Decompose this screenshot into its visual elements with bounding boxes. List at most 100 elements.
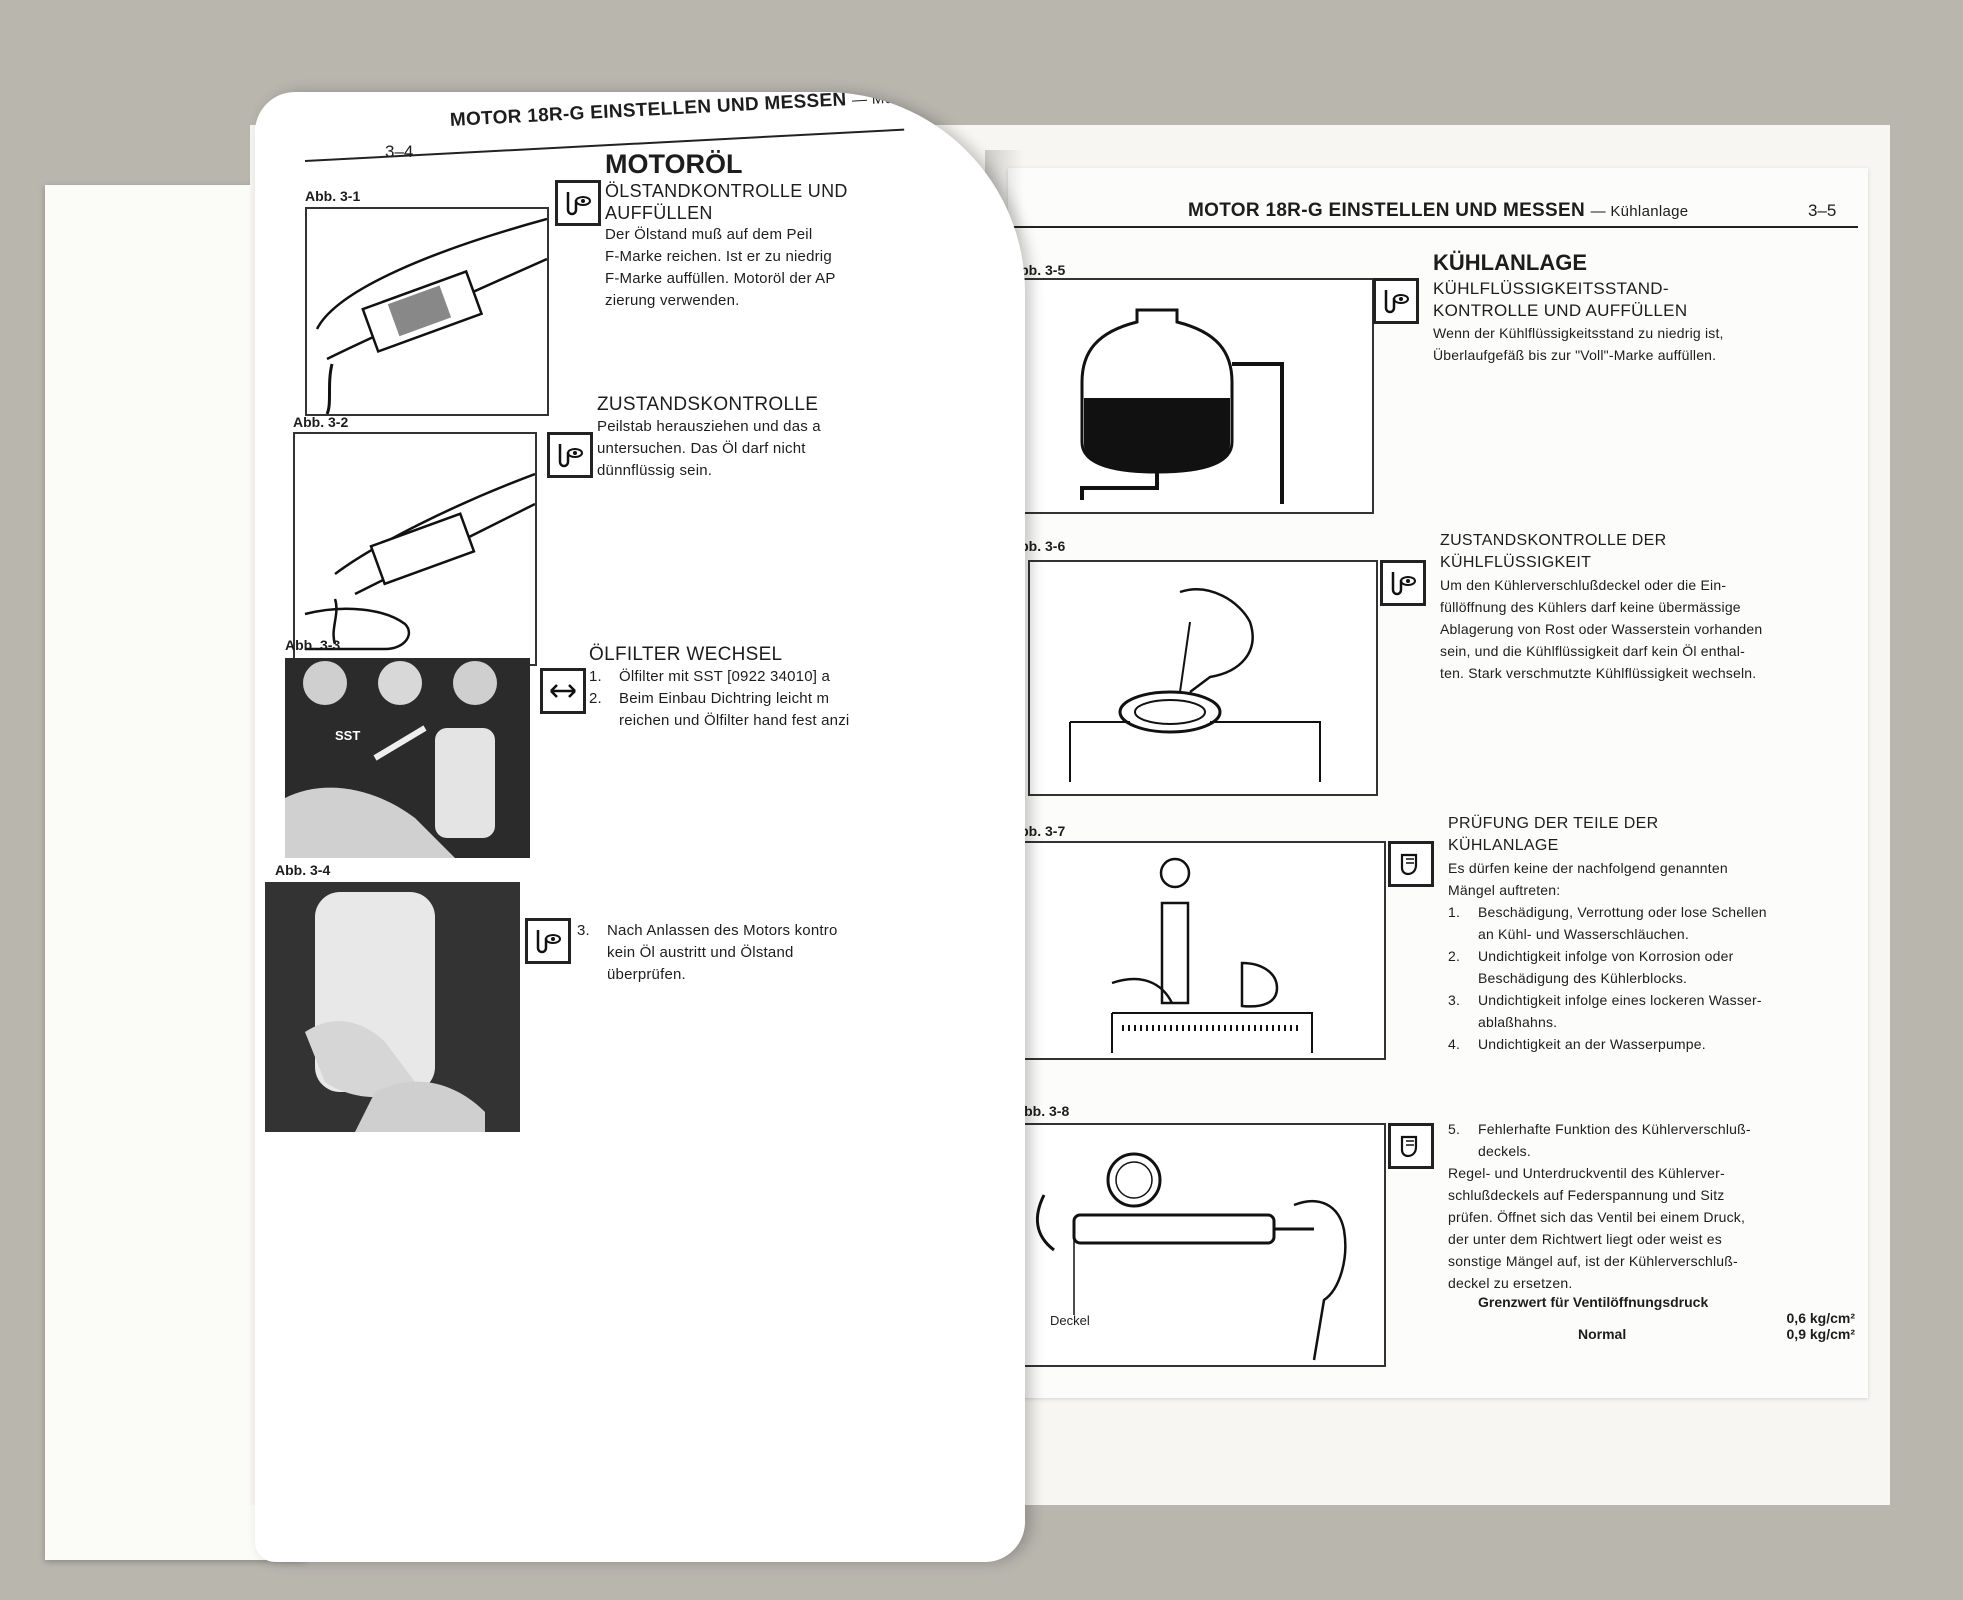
list-item: 3. Nach Anlassen des Motors kontro kein Ö… (577, 920, 1017, 986)
inspect-icon (525, 918, 571, 964)
fig-3-4-photo (265, 882, 520, 1132)
list-item-line: kein Öl austritt und Ölstand (607, 944, 794, 961)
left-sec4: 3. Nach Anlassen des Motors kontro kein Ö… (577, 920, 1017, 986)
left-page: 3–4 MOTOR 18R-G EINSTELLEN UND MESSEN — … (255, 92, 1025, 1562)
right-sec2: ZUSTANDSKONTROLLE DER KÜHLFLÜSSIGKEIT Um… (1440, 530, 1860, 684)
left-sec1-title-2: AUFFÜLLEN (605, 203, 713, 223)
replace-arrows-icon (540, 668, 586, 714)
list-item-number: 2. (1448, 948, 1461, 964)
right-page-number: 3–5 (1808, 201, 1837, 220)
list-item: 2. Beim Einbau Dichtring leicht m reichen… (589, 688, 1019, 732)
list-item-line: Undichtigkeit infolge eines lockeren Was… (1478, 992, 1762, 1008)
spec-normal-label: Normal (1578, 1326, 1627, 1342)
left-header-sub: — Motoröl (851, 92, 925, 109)
list-item: 1. Ölfilter mit SST [0922 34010] a (589, 666, 1019, 688)
left-sec2-line-3: dünnflüssig sein. (597, 462, 713, 479)
fig-3-5-reservoir (1010, 278, 1374, 514)
list-item-line: ablaßhahns. (1478, 1014, 1558, 1030)
fig-3-8-label: Abb. 3-8 (1014, 1103, 1070, 1119)
list-item-text: Beim Einbau Dichtring leicht m reichen un… (619, 688, 849, 732)
inspect-icon (547, 432, 593, 478)
left-header-main: MOTOR 18R-G EINSTELLEN UND MESSEN (449, 92, 847, 131)
right-sec4-line-5: sonstige Mängel auf, ist der Kühlerversc… (1448, 1253, 1738, 1269)
right-header-sub: — Kühlanlage (1590, 203, 1689, 220)
spec-value-limit: 0,6 kg/cm² (1786, 1310, 1855, 1326)
right-header-title: MOTOR 18R-G EINSTELLEN UND MESSEN — Kühl… (1188, 200, 1688, 222)
list-item-text: Undichtigkeit an der Wasserpumpe. (1478, 1036, 1706, 1052)
left-sec2-line-2: untersuchen. Das Öl darf nicht (597, 440, 806, 457)
right-header-main: MOTOR 18R-G EINSTELLEN UND MESSEN (1188, 200, 1585, 221)
right-sec2-line-4: sein, und die Kühlflüssigkeit darf kein … (1440, 643, 1745, 659)
list-item-line: Beim Einbau Dichtring leicht m (619, 690, 830, 707)
fig-3-2-label: Abb. 3-2 (293, 414, 349, 430)
left-page-number: 3–4 (385, 142, 414, 161)
right-sec2-line-2: füllöffnung des Kühlers darf keine überm… (1440, 599, 1741, 615)
fig-3-2-dipstick-condition (293, 432, 537, 666)
spec-title: Grenzwert für Ventilöffnungsdruck (1478, 1294, 1709, 1310)
right-sec4-line-2: schlußdeckels auf Federspannung und Sitz (1448, 1187, 1725, 1203)
right-sec3-title-2: KÜHLANLAGE (1448, 837, 1559, 854)
right-sec4-line-4: der unter dem Richtwert liegt oder weist… (1448, 1231, 1722, 1247)
list-item-text: Undichtigkeit infolge von Korrosion oder… (1478, 945, 1733, 989)
spec-normal-value: 0,9 kg/cm² (1786, 1326, 1855, 1342)
hand-check-icon (1388, 841, 1434, 887)
left-sec2: ZUSTANDSKONTROLLE Peilstab herausziehen … (597, 394, 1017, 482)
list-item-text: Undichtigkeit infolge eines lockeren Was… (1478, 989, 1762, 1033)
right-sec2-title-1: ZUSTANDSKONTROLLE DER (1440, 532, 1667, 549)
list-item-number: 2. (589, 690, 602, 707)
right-sec2-title-2: KÜHLFLÜSSIGKEIT (1440, 554, 1592, 571)
list-item-line: überprüfen. (607, 966, 686, 983)
list-item-number: 1. (589, 668, 602, 685)
list-item-line: Beschädigung des Kühlerblocks. (1478, 970, 1688, 986)
right-sec1-title-1: KÜHLFLÜSSIGKEITSSTAND- (1433, 279, 1669, 298)
list-item: 1. Beschädigung, Verrottung oder lose Sc… (1448, 901, 1868, 945)
list-item-line: Undichtigkeit infolge von Korrosion oder (1478, 948, 1734, 964)
list-item: 5. Fehlerhafte Funktion des Kühlerversch… (1448, 1118, 1863, 1162)
fig-3-1-label: Abb. 3-1 (305, 188, 361, 204)
list-item-number: 3. (577, 922, 590, 939)
sst-label: SST (335, 728, 361, 743)
right-sec3: PRÜFUNG DER TEILE DER KÜHLANLAGE Es dürf… (1448, 813, 1868, 1055)
spec-normal-row: Normal 0,9 kg/cm² (1448, 1326, 1863, 1342)
right-sec3-intro-1: Es dürfen keine der nachfolgend genannte… (1448, 860, 1728, 876)
list-item: 2. Undichtigkeit infolge von Korrosion o… (1448, 945, 1868, 989)
right-sec4: 5. Fehlerhafte Funktion des Kühlerversch… (1448, 1118, 1863, 1342)
left-sec3-title: ÖLFILTER WECHSEL (589, 644, 783, 665)
fig-3-7-pressure-test (1010, 841, 1386, 1060)
right-sec4-line-3: prüfen. Öffnet sich das Ventil bei einem… (1448, 1209, 1746, 1225)
list-item-line: Nach Anlassen des Motors kontro (607, 922, 838, 939)
left-sec1: ÖLSTANDKONTROLLE UND AUFFÜLLEN Der Ölsta… (605, 180, 1025, 312)
left-header-title: MOTOR 18R-G EINSTELLEN UND MESSEN — Moto… (449, 92, 924, 132)
inspect-icon (555, 180, 601, 226)
left-sec1-line-2: F-Marke reichen. Ist er zu niedrig (605, 248, 832, 265)
left-sec3: ÖLFILTER WECHSEL 1. Ölfilter mit SST [09… (589, 644, 1019, 732)
right-sec2-line-3: Ablagerung von Rost oder Wasserstein vor… (1440, 621, 1763, 637)
list-item-text: Nach Anlassen des Motors kontro kein Öl a… (607, 920, 837, 986)
right-sec1-line-2: Überlaufgefäß bis zur "Voll"-Marke auffü… (1433, 347, 1717, 363)
left-sec1-line-3: F-Marke auffüllen. Motoröl der AP (605, 270, 836, 287)
left-sec2-line-1: Peilstab herausziehen und das a (597, 418, 821, 435)
list-item-line: an Kühl- und Wasserschläuchen. (1478, 926, 1689, 942)
right-sec1-title-2: KONTROLLE UND AUFFÜLLEN (1433, 301, 1688, 320)
fig-3-3-label: Abb. 3-3 (285, 637, 341, 653)
list-item-line: reichen und Ölfilter hand fest anzi (619, 712, 850, 729)
list-item-line: Fehlerhafte Funktion des Kühlerverschluß… (1478, 1121, 1751, 1137)
inspect-icon (1380, 560, 1426, 606)
list-item-text: Ölfilter mit SST [0922 34010] a (619, 668, 831, 685)
left-sec1-line-4: zierung verwenden. (605, 292, 740, 309)
list-item: 3. Undichtigkeit infolge eines lockeren … (1448, 989, 1868, 1033)
right-sec4-line-6: deckel zu ersetzen. (1448, 1275, 1573, 1291)
list-item-number: 5. (1448, 1121, 1461, 1137)
fig-3-3-photo: SST (285, 658, 530, 858)
fig-3-4-label: Abb. 3-4 (275, 862, 331, 878)
right-sec4-line-1: Regel- und Unterdruckventil des Kühlerve… (1448, 1165, 1725, 1181)
list-item-line: deckels. (1478, 1143, 1531, 1159)
list-item-number: 4. (1448, 1036, 1461, 1052)
list-item: 4. Undichtigkeit an der Wasserpumpe. (1448, 1033, 1868, 1055)
hand-check-icon (1388, 1123, 1434, 1169)
list-item-number: 3. (1448, 992, 1461, 1008)
right-section-title: KÜHLANLAGE (1433, 250, 1587, 275)
left-section-title: MOTORÖL (605, 149, 743, 179)
right-page: MOTOR 18R-G EINSTELLEN UND MESSEN — Kühl… (1008, 168, 1868, 1398)
list-item-text: Fehlerhafte Funktion des Kühlerverschluß… (1478, 1118, 1751, 1162)
